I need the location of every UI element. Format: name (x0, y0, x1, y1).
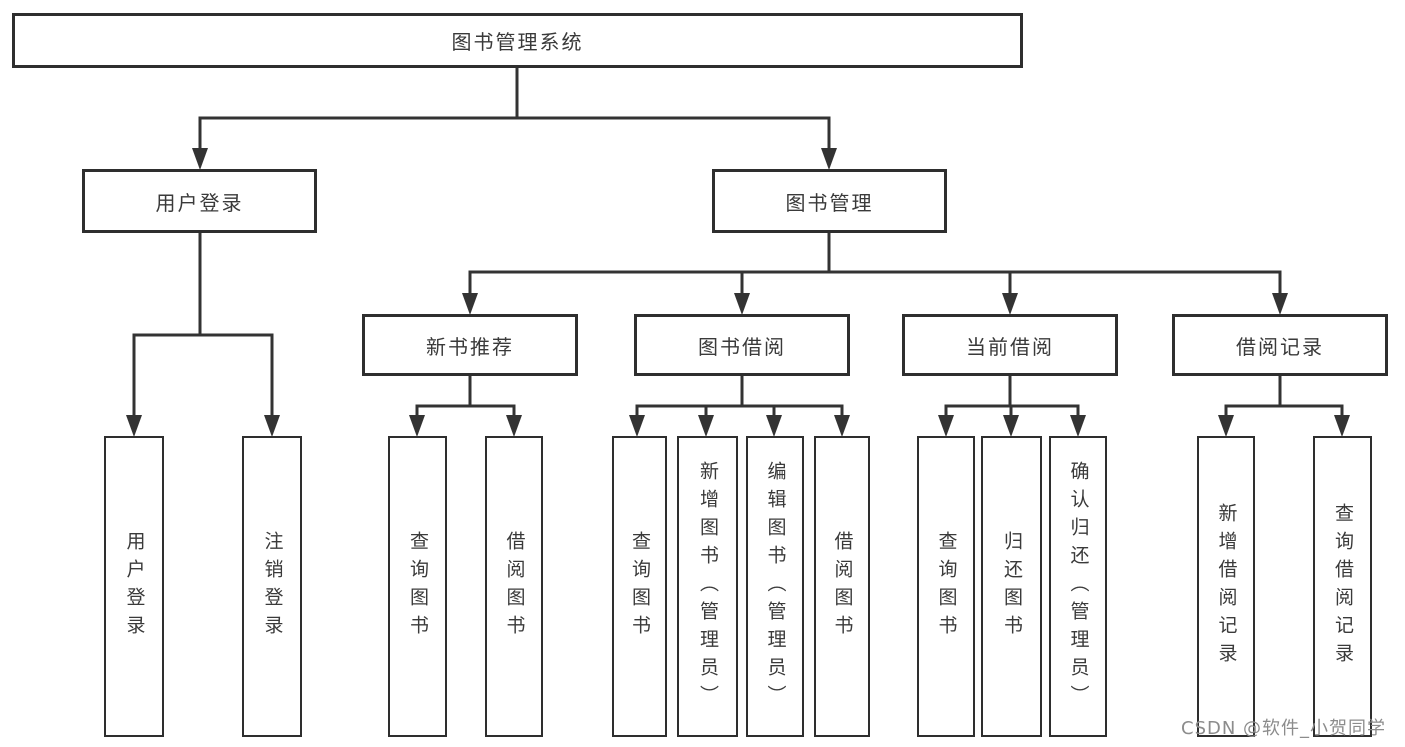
node-book-management: 图书管理 (712, 169, 947, 233)
node-label: 注销登录 (261, 530, 284, 643)
node-label: 图书借阅 (698, 334, 786, 359)
node-book-borrowing: 图书借阅 (634, 314, 850, 376)
node-new-book-recommend: 新书推荐 (362, 314, 578, 376)
node-label: 图书管理系统 (451, 30, 584, 54)
leaf-add-books-admin: 新增图书（管理员） (677, 436, 738, 737)
node-label: 用户登录 (155, 190, 244, 215)
node-label: 借阅记录 (1236, 334, 1324, 359)
node-label: 查询图书 (407, 530, 429, 643)
leaf-user-login: 用户登录 (104, 436, 164, 737)
node-label: 新增借阅记录 (1215, 502, 1238, 671)
node-label: 当前借阅 (966, 334, 1054, 359)
node-label: 借阅图书 (831, 530, 854, 643)
node-label: 查询图书 (935, 530, 958, 643)
node-label: 图书管理 (785, 190, 874, 215)
node-current-borrowing: 当前借阅 (902, 314, 1118, 376)
leaf-borrow-books-recommend: 借阅图书 (485, 436, 543, 737)
node-borrowing-records: 借阅记录 (1172, 314, 1388, 376)
leaf-edit-books-admin: 编辑图书（管理员） (746, 436, 804, 737)
leaf-query-books-recommend: 查询图书 (388, 436, 447, 737)
leaf-query-books-current: 查询图书 (917, 436, 975, 737)
node-label: 查询借阅记录 (1332, 502, 1354, 671)
node-label: 确认归还（管理员） (1067, 460, 1090, 713)
node-library-management-system: 图书管理系统 (12, 13, 1023, 68)
node-label: 新书推荐 (426, 334, 514, 359)
node-label: 借阅图书 (503, 530, 526, 643)
node-label: 用户登录 (123, 530, 146, 643)
node-user-login: 用户登录 (82, 169, 317, 233)
watermark: CSDN @软件_小贺同学 (1181, 718, 1387, 739)
leaf-add-borrow-record: 新增借阅记录 (1197, 436, 1255, 737)
node-label: 编辑图书（管理员） (764, 460, 787, 713)
leaf-query-borrow-record: 查询借阅记录 (1313, 436, 1372, 737)
node-label: 归还图书 (1001, 530, 1023, 643)
leaf-borrow-books: 借阅图书 (814, 436, 870, 737)
leaf-logout: 注销登录 (242, 436, 302, 737)
node-label: 新增图书（管理员） (697, 460, 719, 713)
node-label: 查询图书 (629, 530, 651, 643)
leaf-query-books-borrowing: 查询图书 (612, 436, 667, 737)
leaf-return-books: 归还图书 (981, 436, 1042, 737)
leaf-confirm-return-admin: 确认归还（管理员） (1049, 436, 1107, 737)
